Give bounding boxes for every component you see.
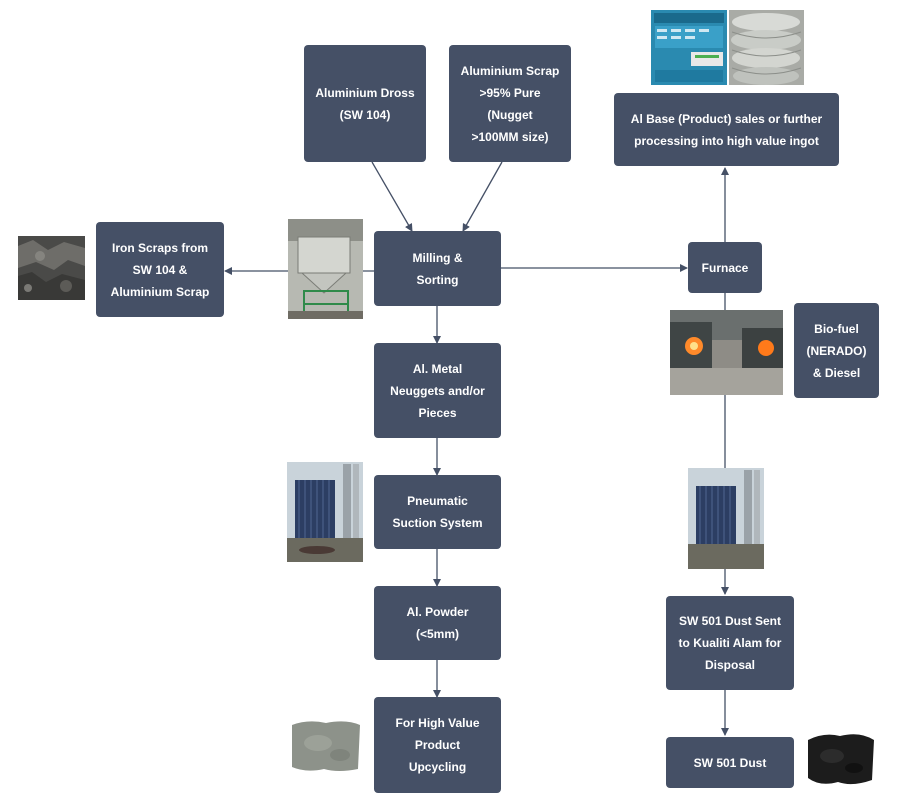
dust-collector-photo-left: [287, 462, 363, 562]
node-aluminium-scrap: Aluminium Scrap >95% Pure (Nugget >100MM…: [449, 45, 571, 162]
black-dust-photo: [804, 730, 877, 788]
node-high-value-product: For High Value Product Upcycling: [374, 697, 501, 793]
aluminium-ingots-photo: [729, 10, 804, 85]
aluminium-powder-photo: [288, 717, 363, 774]
milling-plant-photo: [288, 219, 363, 319]
arrow-scrap-to-milling: [462, 161, 503, 232]
node-furnace: Furnace: [688, 242, 762, 293]
node-al-base-product: Al Base (Product) sales or further proce…: [614, 93, 839, 166]
node-sw501-dust: SW 501 Dust: [666, 737, 794, 788]
node-sw501-dust-sent: SW 501 Dust Sent to Kualiti Alam for Dis…: [666, 596, 794, 690]
node-al-metal-nuggets: Al. Metal Neuggets and/or Pieces: [374, 343, 501, 438]
node-al-powder: Al. Powder (<5mm): [374, 586, 501, 660]
arrow-dross-to-milling: [371, 161, 413, 232]
node-iron-scraps: Iron Scraps from SW 104 & Aluminium Scra…: [96, 222, 224, 317]
node-aluminium-dross: Aluminium Dross (SW 104): [304, 45, 426, 162]
dust-collector-photo-right: [688, 468, 764, 569]
node-pneumatic-suction: Pneumatic Suction System: [374, 475, 501, 549]
node-bio-fuel: Bio-fuel (NERADO) & Diesel: [794, 303, 879, 398]
iron-scrap-photo: [18, 236, 85, 300]
furnace-photo: [670, 310, 783, 395]
node-milling-sorting: Milling & Sorting: [374, 231, 501, 306]
control-panel-photo: [651, 10, 727, 85]
